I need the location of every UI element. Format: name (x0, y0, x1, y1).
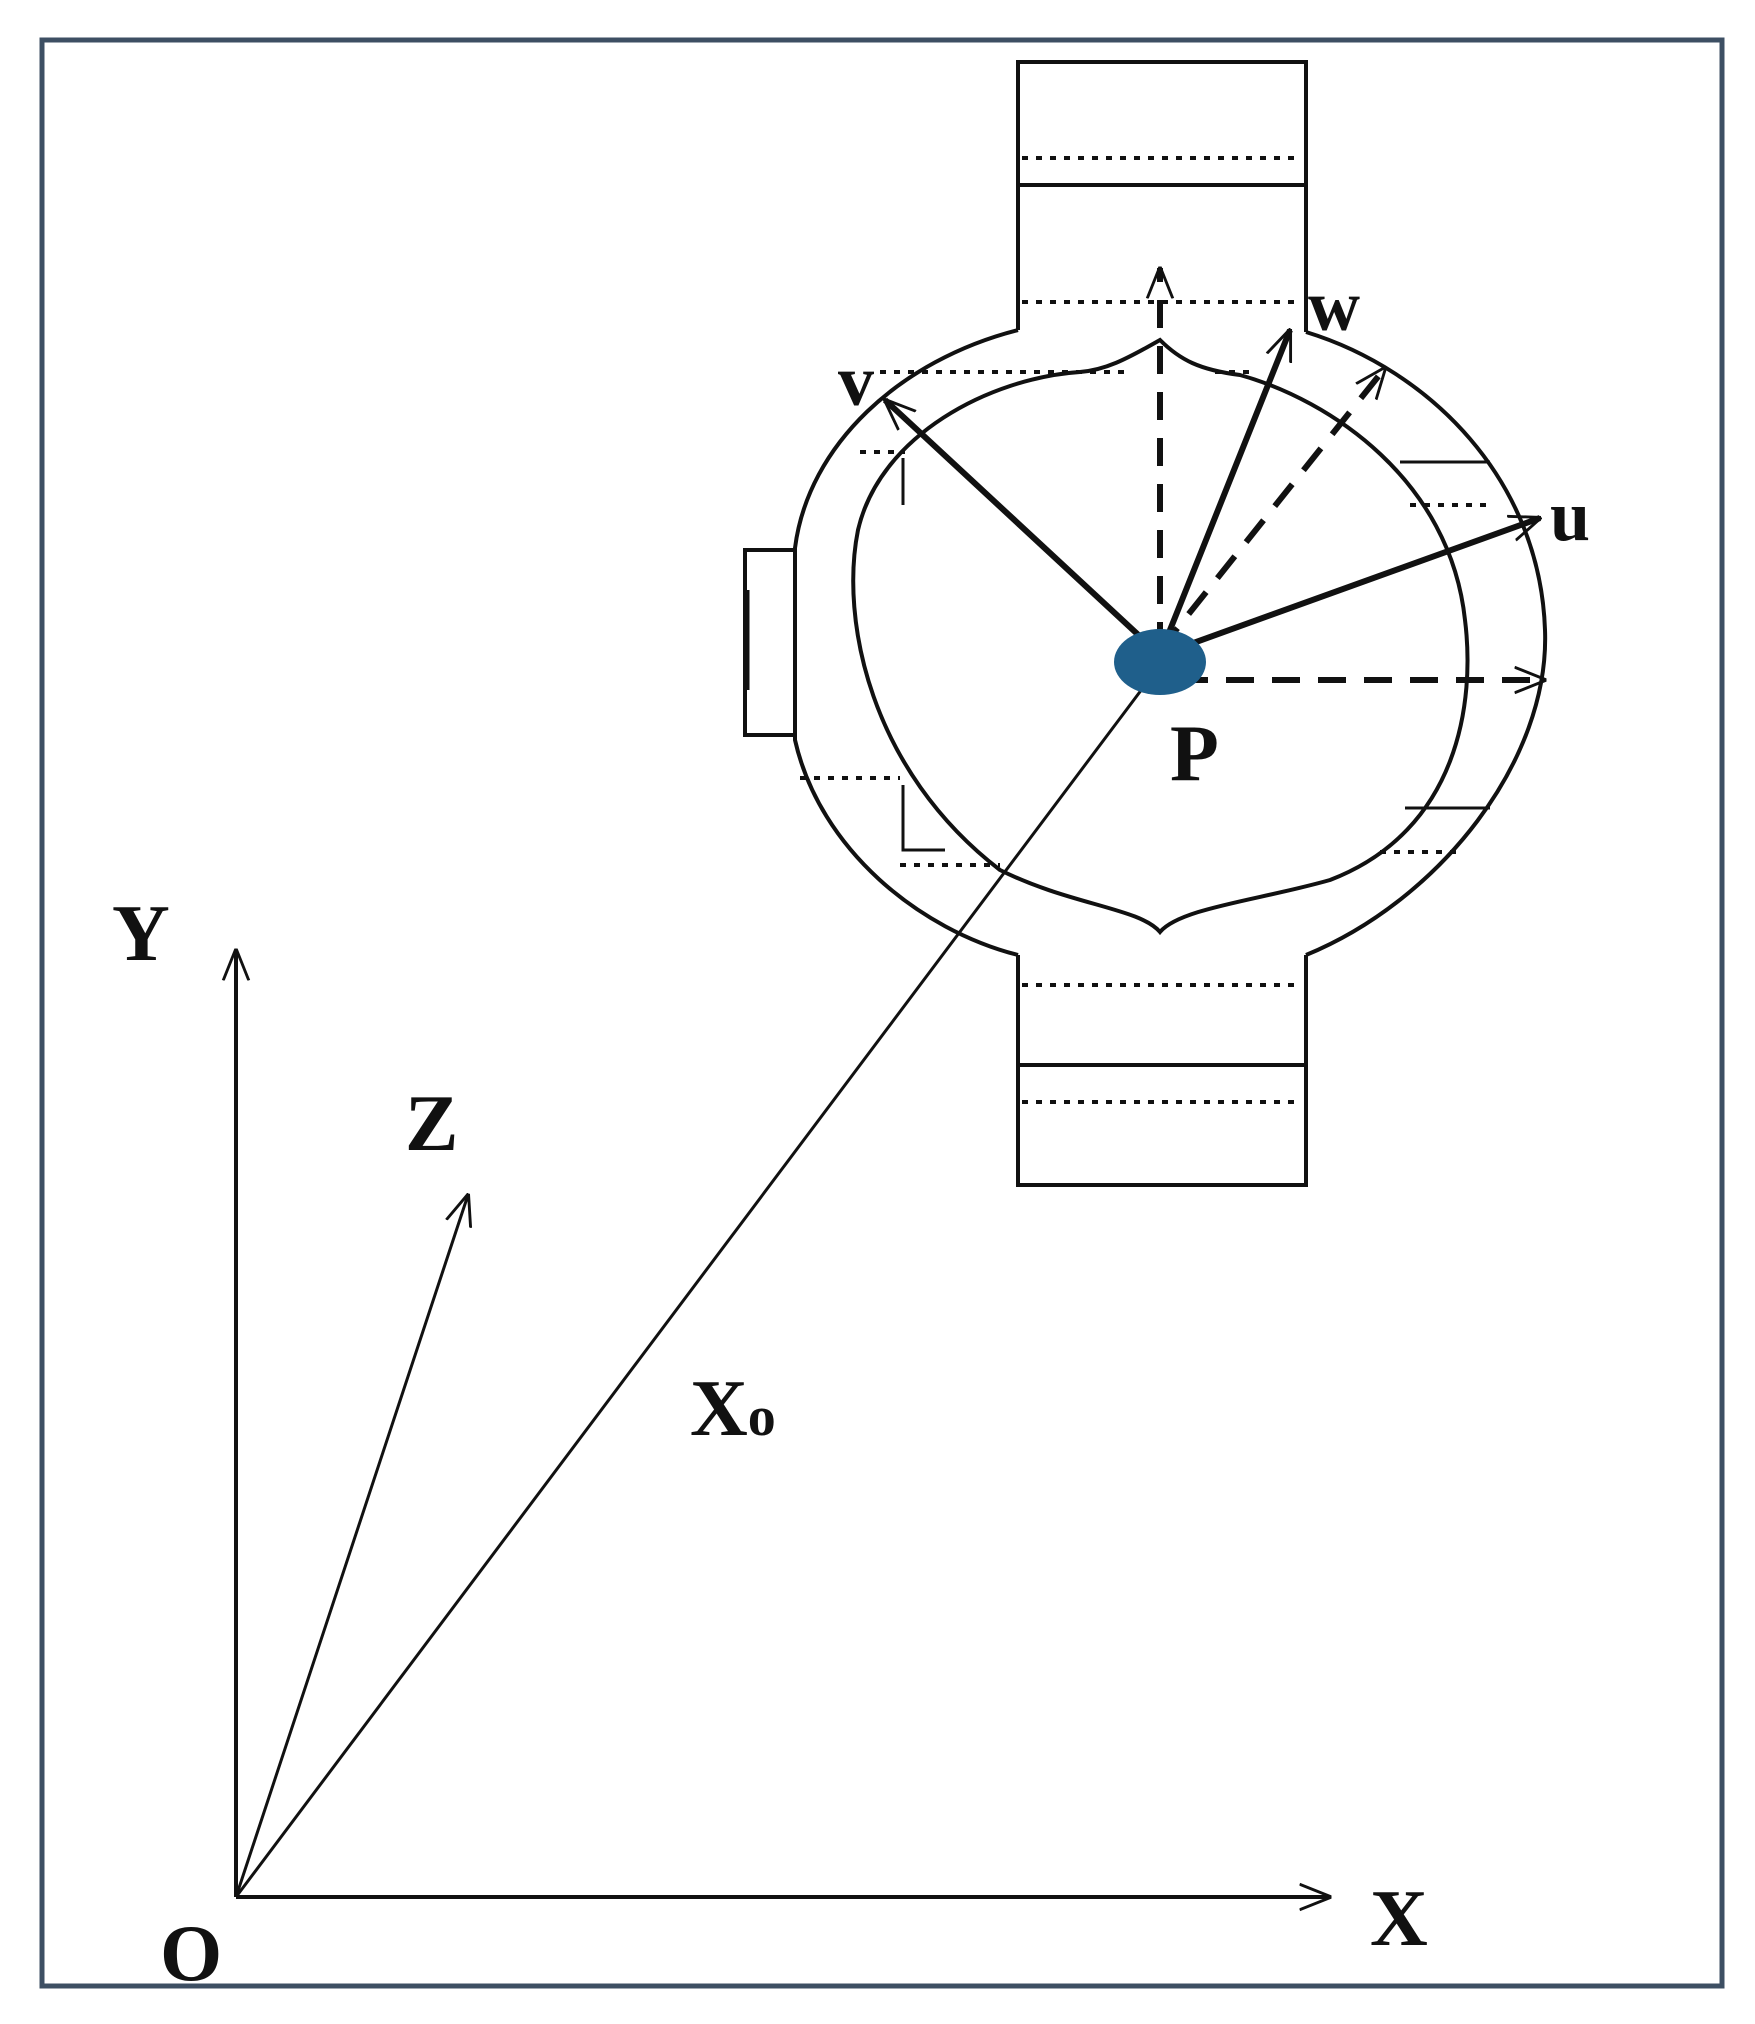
label-point-p: P (1170, 710, 1219, 798)
point-p-marker (1114, 629, 1206, 695)
label-z-axis: Z (405, 1080, 458, 1168)
vector-u (1158, 518, 1540, 658)
label-position-vector-main: X (690, 1365, 748, 1453)
left-tab-outline (743, 548, 795, 737)
vector-v (885, 400, 1163, 658)
labels: O X Y Z Xo P u v w (112, 266, 1590, 1998)
inner-bracket-lower-left (901, 785, 945, 852)
label-origin: O (160, 1910, 222, 1998)
element-body (743, 60, 1548, 1187)
global-axes (234, 664, 1330, 1898)
top-tab-outline (1016, 60, 1308, 332)
local-frame (885, 268, 1545, 680)
outer-shell-left (793, 328, 1019, 957)
frame-border (39, 37, 1725, 1989)
position-vector-x0 (234, 664, 1162, 1898)
label-position-vector-sub: o (748, 1386, 776, 1448)
z-axis (234, 1195, 468, 1898)
dotted-guides (800, 156, 1490, 1104)
outer-shell-right (1305, 330, 1548, 957)
dashed-z-parallel (1157, 368, 1385, 652)
label-u: u (1550, 476, 1590, 556)
label-y-axis: Y (112, 890, 170, 978)
label-x-axis: X (1370, 1875, 1428, 1963)
label-v: v (838, 341, 874, 421)
label-w: w (1308, 266, 1360, 346)
bottom-tab-outline (1016, 955, 1308, 1187)
label-position-vector: Xo (690, 1365, 776, 1453)
vector-w (1157, 330, 1293, 657)
